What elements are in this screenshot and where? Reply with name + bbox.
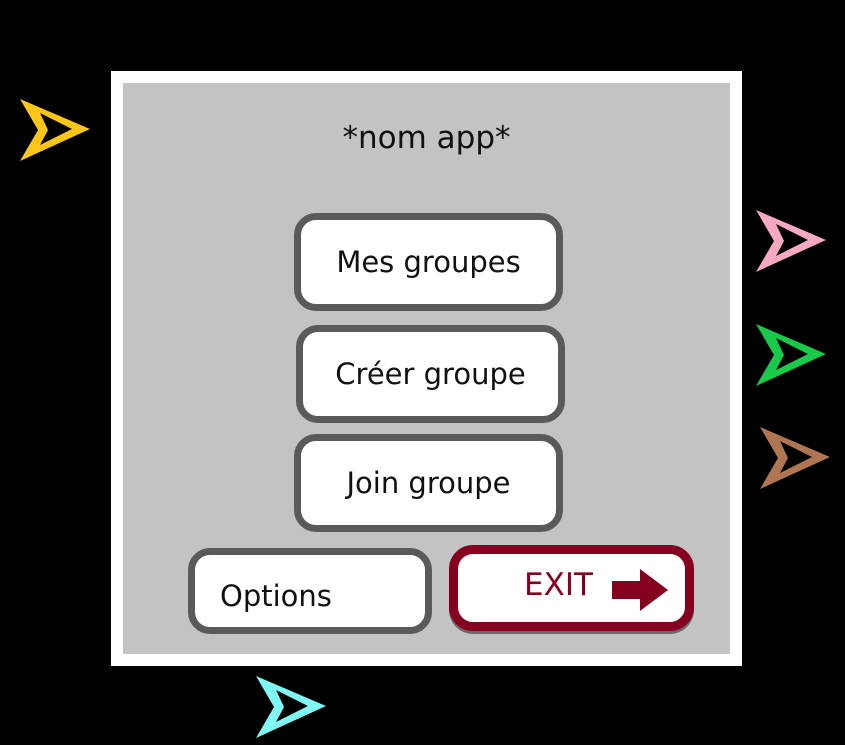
cyan-arrow-pointer-icon <box>256 676 326 738</box>
creer-groupe-label: Créer groupe <box>335 357 526 391</box>
main-menu-panel: *nom app* Mes groupes Créer groupe Join … <box>123 83 730 654</box>
join-groupe-button[interactable]: Join groupe <box>294 434 563 532</box>
mes-groupes-label: Mes groupes <box>336 245 521 279</box>
brown-arrow-pointer-icon <box>760 427 830 489</box>
creer-groupe-button[interactable]: Créer groupe <box>296 325 565 423</box>
yellow-arrow-pointer-icon <box>20 99 90 161</box>
pink-arrow-pointer-icon <box>756 210 826 272</box>
mes-groupes-button[interactable]: Mes groupes <box>294 213 563 311</box>
green-arrow-pointer-icon <box>756 324 826 386</box>
options-label: Options <box>220 579 332 613</box>
exit-label: EXIT <box>524 567 593 603</box>
exit-button[interactable]: EXIT <box>449 545 694 631</box>
app-window-frame: *nom app* Mes groupes Créer groupe Join … <box>111 71 742 666</box>
join-groupe-label: Join groupe <box>346 466 511 500</box>
right-arrow-icon <box>612 569 668 611</box>
options-button[interactable]: Options <box>188 548 432 634</box>
app-title: *nom app* <box>342 120 511 156</box>
